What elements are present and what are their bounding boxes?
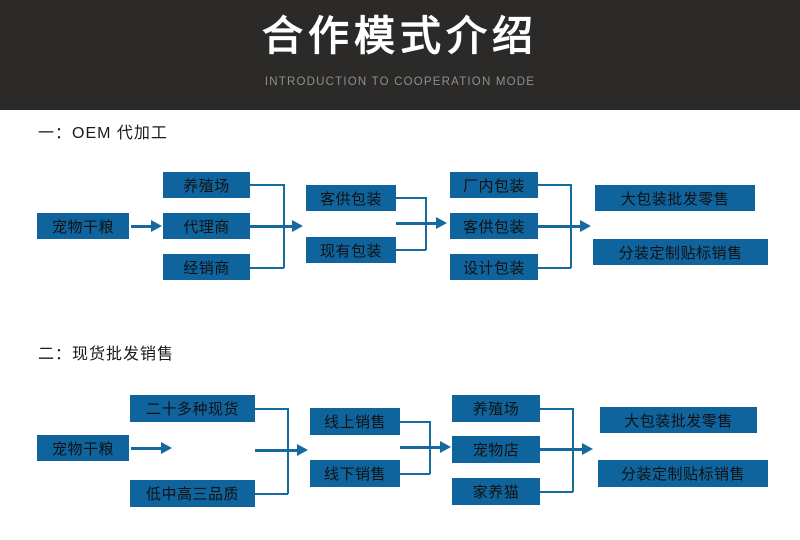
node-pet-dry-food-oem[interactable]: 宠物干粮 xyxy=(37,213,129,239)
node-breeding-farm-oem[interactable]: 养殖场 xyxy=(163,172,250,198)
node-twenty-plus-spot-items[interactable]: 二十多种现货 xyxy=(130,395,255,422)
arrow-source-to-channel-oem xyxy=(131,220,162,232)
connector-sales-channel-bottom-spot xyxy=(400,473,430,475)
node-bulk-wholesale-retail-oem[interactable]: 大包装批发零售 xyxy=(595,185,755,211)
page-title: 合作模式介绍 xyxy=(262,13,538,59)
node-pet-dry-food-spot[interactable]: 宠物干粮 xyxy=(37,435,129,461)
connector-stock-top-spot xyxy=(255,408,288,410)
node-offline-sales[interactable]: 线下销售 xyxy=(310,460,400,487)
node-customer-supplied-packaging-oem[interactable]: 客供包装 xyxy=(306,185,396,211)
node-home-cat-spot[interactable]: 家养猫 xyxy=(452,478,540,505)
arrow-sales-channel-to-customer-spot xyxy=(400,441,454,453)
connector-stock-bottom-spot xyxy=(255,493,288,495)
connector-packaging-source-top-oem xyxy=(396,197,426,199)
node-pet-shop-spot[interactable]: 宠物店 xyxy=(452,436,540,463)
arrow-packaging-type-to-sales-oem xyxy=(538,220,594,232)
connector-channel-top-oem xyxy=(250,184,284,186)
connector-customer-top-spot xyxy=(540,408,573,410)
node-existing-packaging-oem[interactable]: 现有包装 xyxy=(306,237,396,263)
node-bulk-wholesale-retail-spot[interactable]: 大包装批发零售 xyxy=(600,407,757,433)
arrow-source-to-stock-spot xyxy=(131,442,172,454)
node-repack-custom-label-sales-spot[interactable]: 分装定制贴标销售 xyxy=(598,460,768,487)
node-low-mid-high-quality[interactable]: 低中高三品质 xyxy=(130,480,255,507)
node-agent-oem[interactable]: 代理商 xyxy=(163,213,250,239)
node-in-factory-packaging-oem[interactable]: 厂内包装 xyxy=(450,172,538,198)
connector-customer-bottom-spot xyxy=(540,491,573,493)
node-breeding-farm-spot[interactable]: 养殖场 xyxy=(452,395,540,422)
connector-packaging-source-bottom-oem xyxy=(396,249,426,251)
node-designed-packaging-oem[interactable]: 设计包装 xyxy=(450,254,538,280)
connector-sales-channel-top-spot xyxy=(400,421,430,423)
node-customer-supplied-packaging-2-oem[interactable]: 客供包装 xyxy=(450,213,538,239)
arrow-customer-to-sales-mode-spot xyxy=(540,443,596,455)
arrow-packaging-source-to-type-oem xyxy=(396,217,450,229)
connector-packaging-type-top-oem xyxy=(538,184,571,186)
arrow-stock-to-sales-channel-spot xyxy=(255,444,311,456)
node-online-sales[interactable]: 线上销售 xyxy=(310,408,400,435)
header-banner: 合作模式介绍 INTRODUCTION TO COOPERATION MODE xyxy=(0,0,800,110)
node-repack-custom-label-sales-oem[interactable]: 分装定制贴标销售 xyxy=(593,239,768,265)
section-heading-spot-wholesale: 二：现货批发销售 xyxy=(38,346,175,363)
section-heading-oem: 一：OEM 代加工 xyxy=(38,125,168,142)
connector-packaging-type-bottom-oem xyxy=(538,267,571,269)
node-distributor-oem[interactable]: 经销商 xyxy=(163,254,250,280)
connector-channel-bottom-oem xyxy=(250,267,284,269)
page-subtitle: INTRODUCTION TO COOPERATION MODE xyxy=(264,76,536,88)
arrow-channel-to-packaging-source-oem xyxy=(250,220,306,232)
